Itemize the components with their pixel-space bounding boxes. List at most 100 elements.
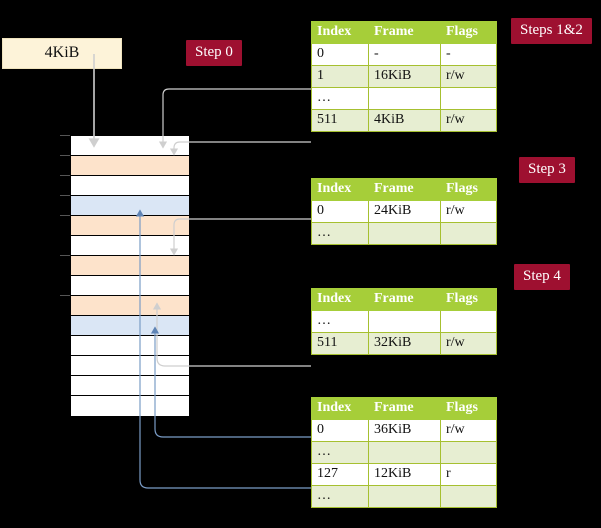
cell-flags xyxy=(440,87,497,110)
cell-index: 0 xyxy=(311,419,369,442)
column-header-flags: Flags xyxy=(440,178,497,201)
badge-step-3: Step 3 xyxy=(519,157,575,183)
memory-tick-8 xyxy=(60,295,70,296)
memory-frame-11 xyxy=(71,356,189,376)
memory-tick-4 xyxy=(60,215,70,216)
table-row: 0-- xyxy=(311,43,497,66)
cell-flags xyxy=(440,441,497,464)
wire-table3-row0-to-memory xyxy=(169,218,311,256)
memory-tick-0 xyxy=(60,135,70,136)
table-row: … xyxy=(311,87,497,110)
cell-flags: r/w xyxy=(440,65,497,88)
memory-frame-12 xyxy=(71,376,189,396)
cell-index: 511 xyxy=(311,332,369,355)
memory-tick-3 xyxy=(60,195,70,196)
cell-frame: 12KiB xyxy=(368,463,441,486)
memory-frame-6 xyxy=(71,256,189,276)
cell-frame xyxy=(368,485,441,508)
cell-frame: 36KiB xyxy=(368,419,441,442)
table-row: … xyxy=(311,310,497,333)
column-header-index: Index xyxy=(311,21,369,44)
badge-step-3-label: Step 3 xyxy=(528,161,566,177)
cell-index: 0 xyxy=(311,200,369,223)
cell-flags xyxy=(440,222,497,245)
memory-frame-13 xyxy=(71,396,189,416)
memory-frame-8 xyxy=(71,296,189,316)
column-header-flags: Flags xyxy=(440,397,497,420)
memory-tick-1 xyxy=(60,155,70,156)
cell-flags: r/w xyxy=(440,109,497,132)
badge-step-0-label: Step 0 xyxy=(195,44,233,60)
memory-frame-0 xyxy=(71,136,189,156)
cell-flags: r xyxy=(440,463,497,486)
table-row: … xyxy=(311,222,497,245)
memory-tick-6 xyxy=(60,255,70,256)
wire-table4-row511-to-memory xyxy=(169,141,311,156)
badge-steps-1-2-label: Steps 1&2 xyxy=(520,22,583,38)
memory-frame-2 xyxy=(71,176,189,196)
cell-frame: 24KiB xyxy=(368,200,441,223)
badge-step-4-label: Step 4 xyxy=(523,268,561,284)
cell-frame: - xyxy=(368,43,441,66)
memory-frame-3 xyxy=(71,196,189,216)
cell-index: … xyxy=(311,441,369,464)
table-row: … xyxy=(311,441,497,464)
cell-flags: r/w xyxy=(440,419,497,442)
cell-index: … xyxy=(311,87,369,110)
column-header-index: Index xyxy=(311,397,369,420)
cell-index: 127 xyxy=(311,463,369,486)
column-header-frame: Frame xyxy=(368,397,441,420)
column-header-index: Index xyxy=(311,288,369,311)
column-header-frame: Frame xyxy=(368,178,441,201)
memory-frame-1 xyxy=(71,156,189,176)
badge-steps-1-2: Steps 1&2 xyxy=(511,18,592,44)
physical-memory-column xyxy=(70,135,190,416)
cell-index: 0 xyxy=(311,43,369,66)
cell-frame: 4KiB xyxy=(368,109,441,132)
memory-frame-7 xyxy=(71,276,189,296)
cell-frame: 32KiB xyxy=(368,332,441,355)
cell-index: … xyxy=(311,310,369,333)
cell-frame xyxy=(368,222,441,245)
table-row: … xyxy=(311,485,497,508)
badge-step-4: Step 4 xyxy=(514,264,570,290)
cell-index: 1 xyxy=(311,65,369,88)
cell-index: 511 xyxy=(311,109,369,132)
cell-index: … xyxy=(311,485,369,508)
column-header-frame: Frame xyxy=(368,21,441,44)
column-header-flags: Flags xyxy=(440,21,497,44)
column-header-frame: Frame xyxy=(368,288,441,311)
cell-flags: r/w xyxy=(440,200,497,223)
memory-frame-5 xyxy=(71,236,189,256)
cell-flags xyxy=(440,485,497,508)
cell-frame xyxy=(368,441,441,464)
virtual-page-label: 4KiB xyxy=(44,44,80,61)
memory-tick-2 xyxy=(60,175,70,176)
memory-frame-9 xyxy=(71,316,189,336)
cell-frame xyxy=(368,310,441,333)
memory-frame-10 xyxy=(71,336,189,356)
column-header-flags: Flags xyxy=(440,288,497,311)
badge-step-0: Step 0 xyxy=(186,40,242,66)
virtual-page-box: 4KiB xyxy=(2,38,122,69)
cell-index: … xyxy=(311,222,369,245)
cell-flags: - xyxy=(440,43,497,66)
memory-frame-4 xyxy=(71,216,189,236)
cell-flags xyxy=(440,310,497,333)
cell-frame: 16KiB xyxy=(368,65,441,88)
cell-flags: r/w xyxy=(440,332,497,355)
